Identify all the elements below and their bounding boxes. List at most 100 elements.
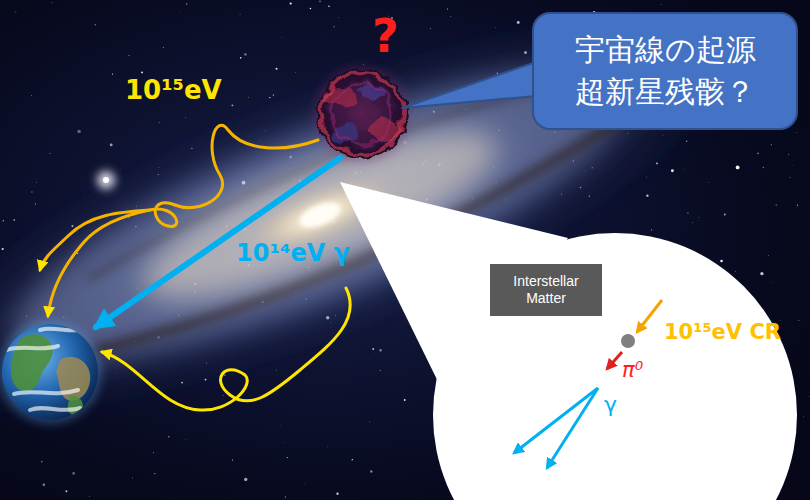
question-mark: ?	[372, 10, 399, 63]
star	[72, 472, 75, 475]
companion-core	[103, 177, 109, 183]
star	[770, 281, 772, 283]
star	[276, 68, 278, 70]
star	[285, 497, 286, 498]
star	[757, 152, 759, 154]
star	[3, 220, 4, 221]
star	[186, 3, 187, 4]
speech-bubble: 宇宙線の起源 超新星残骸？	[532, 12, 798, 130]
star	[798, 320, 799, 321]
star	[240, 57, 242, 59]
star	[231, 104, 233, 106]
star	[110, 143, 113, 146]
star	[369, 421, 371, 423]
star	[736, 166, 740, 170]
pion-label: π⁰	[622, 358, 643, 382]
star	[646, 194, 648, 196]
star	[52, 2, 53, 3]
star	[760, 272, 763, 275]
star	[128, 55, 129, 56]
cosmic-ray-arrow	[637, 300, 662, 332]
star	[159, 122, 160, 123]
star	[796, 131, 798, 133]
star	[389, 427, 391, 429]
star	[273, 94, 275, 96]
nucleus-dot	[621, 334, 635, 348]
star	[248, 97, 250, 99]
star	[43, 483, 46, 486]
star	[336, 493, 338, 495]
supernova-remnant	[314, 66, 410, 162]
star	[684, 168, 686, 170]
star	[379, 349, 382, 352]
gamma-label: γ	[604, 392, 617, 417]
cosmic-ray-path	[40, 210, 150, 270]
star	[154, 473, 155, 474]
star	[77, 130, 81, 134]
star	[13, 219, 15, 221]
photon-arrow	[547, 388, 598, 468]
star	[651, 229, 652, 230]
star	[290, 3, 292, 5]
star	[232, 460, 233, 461]
star	[797, 205, 798, 206]
star	[41, 461, 43, 463]
star	[352, 459, 353, 460]
star	[404, 399, 406, 401]
photon-arrow	[514, 388, 598, 453]
star	[372, 348, 374, 350]
star	[771, 144, 772, 145]
bubble-tail	[402, 62, 536, 108]
star	[788, 154, 789, 155]
box-text: Interstellar Matter	[500, 273, 592, 308]
star	[89, 496, 91, 498]
star	[370, 470, 372, 472]
star	[112, 74, 113, 75]
star	[63, 177, 65, 179]
earth	[0, 320, 102, 424]
star	[708, 181, 710, 183]
star	[303, 483, 305, 485]
star	[276, 369, 278, 371]
star	[698, 216, 700, 218]
star	[379, 370, 381, 372]
pion-arrow	[607, 352, 622, 369]
star	[450, 16, 452, 18]
star	[239, 14, 241, 16]
star	[724, 214, 726, 216]
star	[131, 477, 133, 479]
star	[671, 169, 674, 172]
star	[792, 164, 794, 166]
star	[287, 457, 288, 458]
energy-label: 10¹⁵eV	[125, 76, 222, 106]
star	[334, 26, 335, 27]
star	[720, 260, 723, 263]
star	[153, 452, 154, 453]
star	[319, 1, 320, 2]
star	[328, 6, 330, 8]
star	[763, 167, 765, 169]
star	[49, 153, 50, 154]
star	[95, 24, 96, 25]
star	[141, 71, 143, 73]
star	[803, 416, 805, 418]
star	[338, 17, 340, 19]
star	[369, 359, 371, 361]
star	[162, 47, 164, 49]
star	[222, 395, 224, 397]
matter-box: Interstellar Matter	[490, 264, 602, 316]
cosmic-ray-label: 10¹⁵eV CR	[664, 320, 781, 344]
star	[15, 11, 17, 13]
bubble-text: 宇宙線の起源 超新星残骸？	[550, 29, 780, 113]
star	[692, 222, 694, 224]
star	[776, 204, 777, 205]
star	[295, 72, 297, 74]
star	[35, 203, 36, 204]
star	[734, 271, 736, 273]
star	[31, 191, 33, 193]
star	[168, 436, 170, 438]
companion-galaxy	[97, 171, 115, 189]
cosmic-ray-path	[102, 288, 350, 410]
